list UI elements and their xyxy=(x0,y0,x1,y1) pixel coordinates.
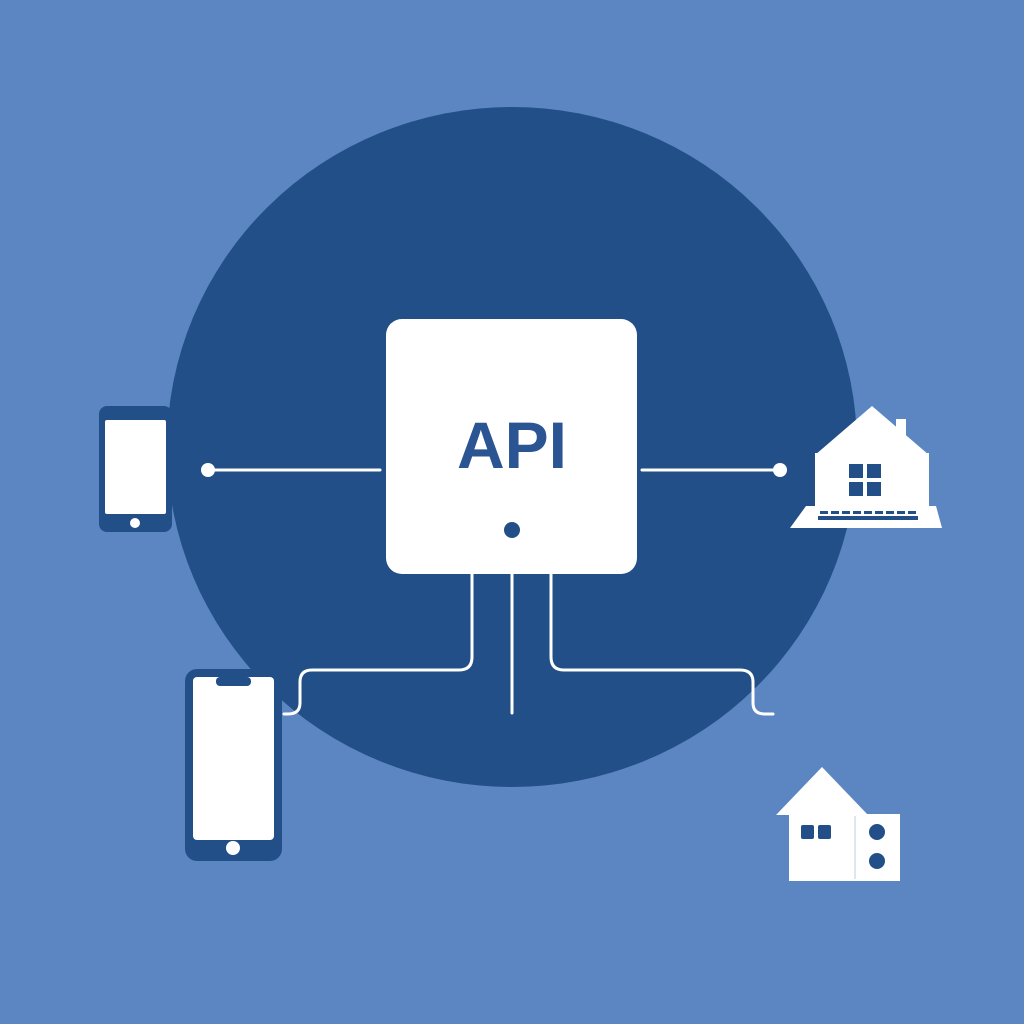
smartphone-icon xyxy=(185,669,282,861)
api-label: API xyxy=(457,408,567,482)
house-laptop-icon xyxy=(790,406,942,528)
smartphone-icon xyxy=(99,406,172,532)
connector-bottom-right xyxy=(549,571,775,716)
api-dot xyxy=(504,522,520,538)
api-node: API xyxy=(386,319,637,574)
connector-end-dot-left xyxy=(201,463,215,477)
connectors xyxy=(206,468,782,716)
connector-end-dot-right xyxy=(773,463,787,477)
house-icon xyxy=(776,767,900,881)
api-box xyxy=(386,319,637,574)
connector-bottom-left xyxy=(282,571,474,716)
